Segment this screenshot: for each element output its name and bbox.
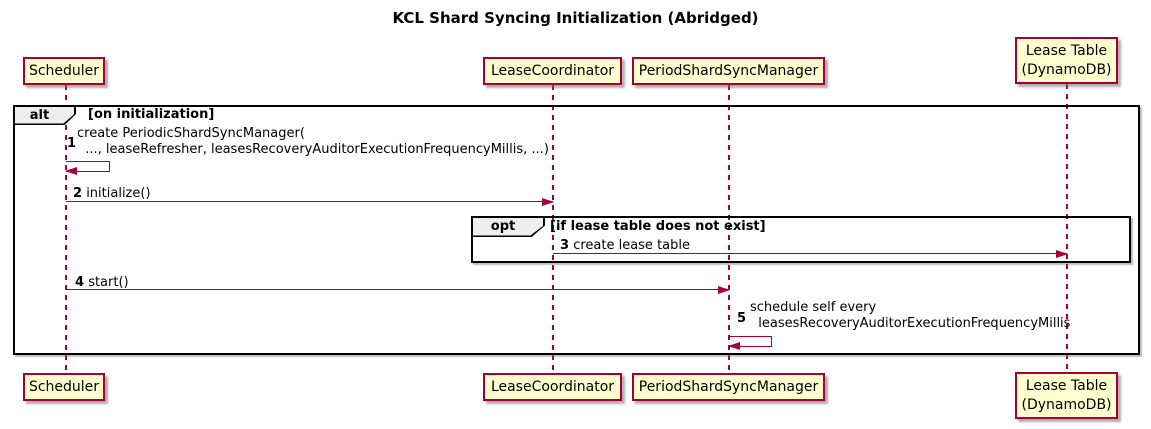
arrowhead-left-icon xyxy=(65,167,77,175)
message-1-number: 1 xyxy=(67,136,77,151)
participant-label: (DynamoDB) xyxy=(1021,396,1112,413)
opt-frame xyxy=(471,216,1131,263)
message-1-self-arrow xyxy=(65,161,110,175)
alt-frame xyxy=(13,105,1140,355)
participant-label: (DynamoDB) xyxy=(1021,61,1112,78)
message-2-number: 2 xyxy=(73,186,83,201)
message-3-text: create lease table xyxy=(573,238,690,253)
arrowhead-left-icon xyxy=(728,342,740,350)
message-4-text: start() xyxy=(88,275,129,290)
participant-label: LeaseCoordinator xyxy=(490,378,615,395)
message-1-line2: ..., leaseRefresher, leasesRecoveryAudit… xyxy=(77,142,549,157)
message-1-text: create PeriodicShardSyncManager( ..., le… xyxy=(77,126,549,158)
alt-frame-condition: [on initialization] xyxy=(88,107,215,122)
participant-period-shard-sync-manager-bottom: PeriodShardSyncManager xyxy=(632,373,825,401)
lifeline-lease-table xyxy=(1066,84,1068,372)
participant-label: Scheduler xyxy=(28,378,100,395)
message-4-label: 4 start() xyxy=(75,275,129,290)
message-5-number: 5 xyxy=(737,311,747,326)
participant-label: PeriodShardSyncManager xyxy=(638,62,819,79)
participant-label: LeaseCoordinator xyxy=(490,62,615,79)
message-2-text: initialize() xyxy=(86,186,151,201)
participant-label: Lease Table xyxy=(1025,42,1108,59)
participant-scheduler-bottom: Scheduler xyxy=(23,373,105,401)
lifeline-scheduler xyxy=(65,85,67,373)
message-1-line1: create PeriodicShardSyncManager( xyxy=(77,126,305,141)
diagram-title: KCL Shard Syncing Initialization (Abridg… xyxy=(392,9,759,27)
message-3-arrow xyxy=(553,250,1068,258)
lifeline-period-shard-sync-manager xyxy=(728,85,730,373)
message-3-label: 3 create lease table xyxy=(560,238,690,253)
message-3-number: 3 xyxy=(560,238,570,253)
alt-frame-label: alt xyxy=(15,107,74,124)
message-5-text: schedule self every leasesRecoveryAudito… xyxy=(750,300,1070,332)
arrowhead-right-icon xyxy=(718,286,730,294)
participant-lease-coordinator-bottom: LeaseCoordinator xyxy=(483,373,622,401)
participant-label: PeriodShardSyncManager xyxy=(638,378,819,395)
message-5-line2: leasesRecoveryAuditorExecutionFrequencyM… xyxy=(750,316,1071,331)
arrowhead-right-icon xyxy=(1056,250,1068,258)
arrowhead-right-icon xyxy=(542,198,554,206)
opt-frame-condition: [if lease table does not exist] xyxy=(550,219,766,234)
message-5-self-arrow xyxy=(728,336,772,350)
lifeline-lease-coordinator xyxy=(552,85,554,373)
message-2-label: 2 initialize() xyxy=(73,186,151,201)
participant-lease-coordinator-top: LeaseCoordinator xyxy=(483,57,622,85)
participant-scheduler-top: Scheduler xyxy=(23,57,105,85)
participant-label: Lease Table xyxy=(1025,377,1108,394)
message-4-arrow xyxy=(66,286,730,294)
message-2-arrow xyxy=(66,198,554,206)
message-4-number: 4 xyxy=(75,275,85,290)
participant-lease-table-top: Lease Table (DynamoDB) xyxy=(1015,37,1118,84)
participant-lease-table-bottom: Lease Table (DynamoDB) xyxy=(1015,372,1118,419)
message-5-line1: schedule self every xyxy=(750,300,877,315)
participant-label: Scheduler xyxy=(28,62,100,79)
participant-period-shard-sync-manager-top: PeriodShardSyncManager xyxy=(632,57,825,85)
opt-frame-label: opt xyxy=(473,218,543,236)
